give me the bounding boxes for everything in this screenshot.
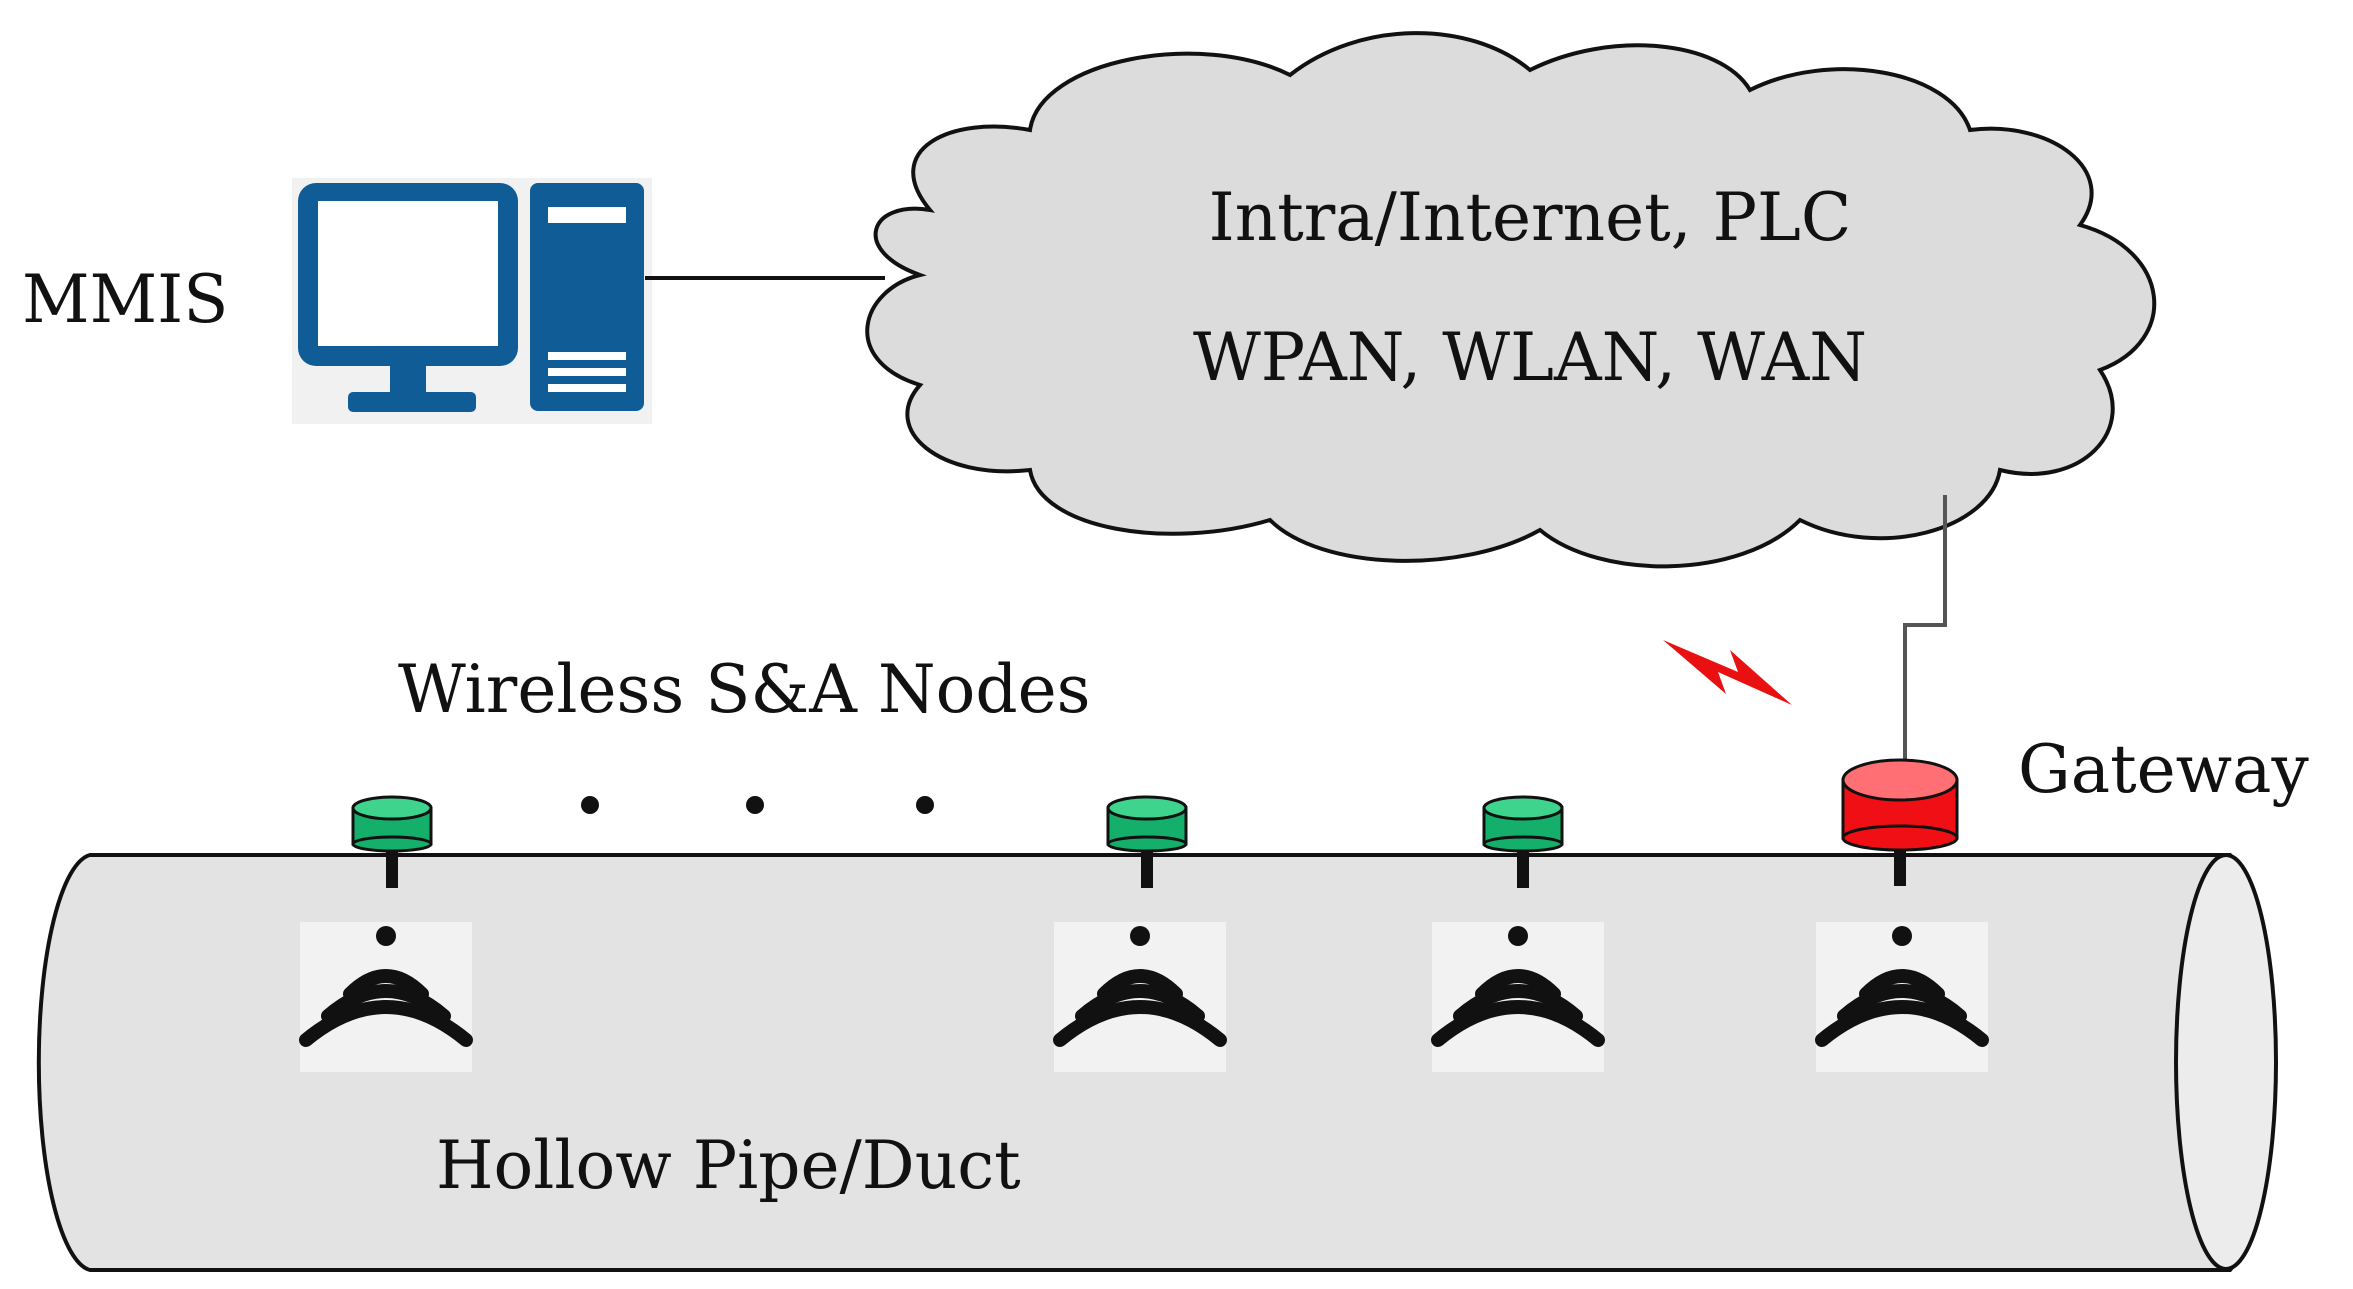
ellipsis-dots — [581, 796, 934, 814]
wireless-signal-icon — [1432, 922, 1604, 1072]
mmis-label: MMIS — [22, 261, 228, 338]
wireless-signal-icon — [300, 922, 472, 1072]
wireless-nodes-label: Wireless S&A Nodes — [398, 651, 1091, 728]
desktop-computer-icon — [292, 178, 652, 424]
network-cloud: Intra/Internet, PLC WPAN, WLAN, WAN — [865, 31, 2157, 569]
gateway-node — [1841, 758, 1959, 886]
sensor-node — [1482, 795, 1564, 888]
gateway-label: Gateway — [2018, 731, 2309, 808]
cloud-label-line1: Intra/Internet, PLC — [1209, 179, 1852, 256]
sensor-node — [1106, 795, 1188, 888]
pipe-label: Hollow Pipe/Duct — [436, 1127, 1021, 1204]
cloud-label-line2: WPAN, WLAN, WAN — [1193, 319, 1867, 396]
cloud-gateway-link — [1903, 495, 1947, 762]
wireless-signal-icon — [1054, 922, 1226, 1072]
wireless-signal-icon — [1816, 922, 1988, 1072]
lightning-bolt-icon — [1663, 640, 1792, 705]
sensor-node — [351, 795, 433, 888]
